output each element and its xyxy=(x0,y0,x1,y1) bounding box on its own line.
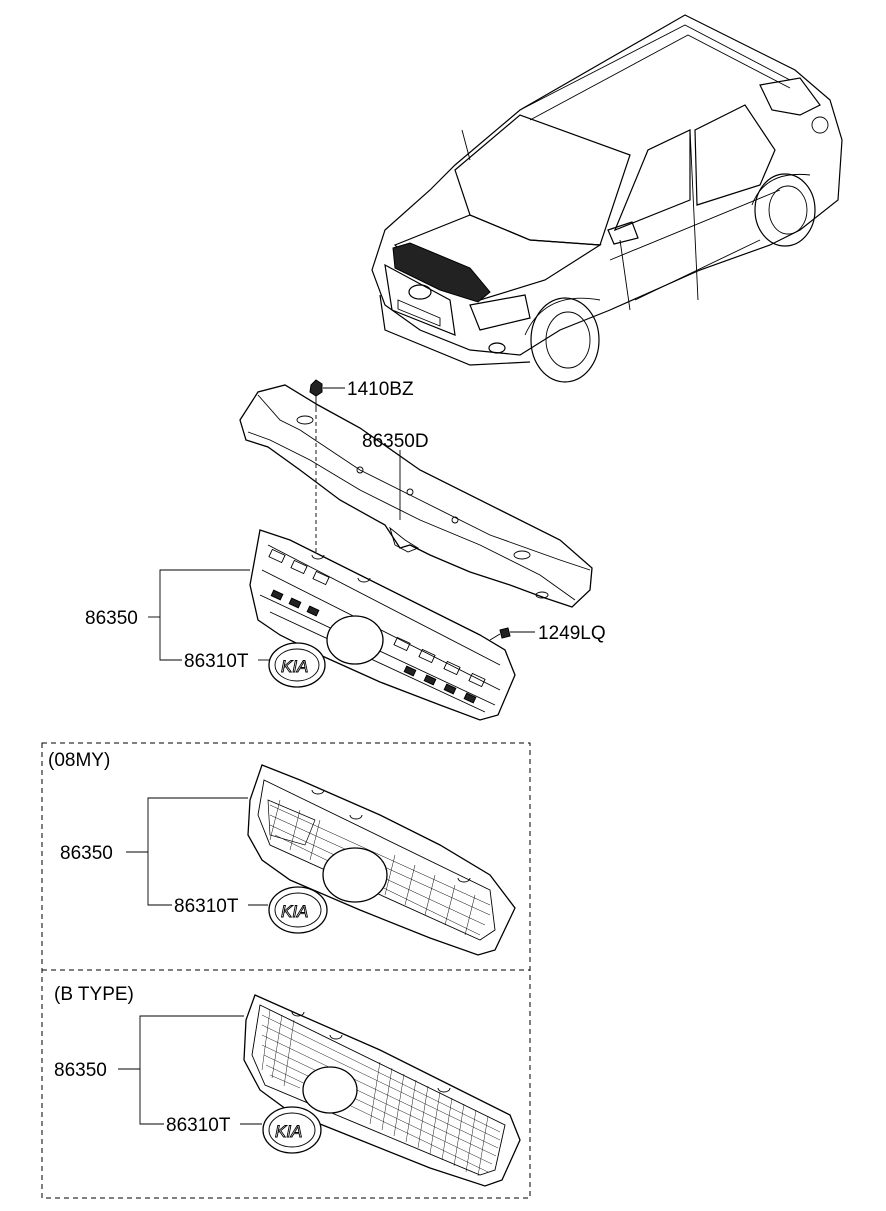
svg-text:KIA: KIA xyxy=(281,902,308,921)
kia-emblem-b-type: KIA xyxy=(262,1106,322,1154)
svg-text:KIA: KIA xyxy=(275,1122,302,1141)
grille-part xyxy=(249,529,516,721)
variant-title-b-type: (B TYPE) xyxy=(54,984,134,1005)
vehicle-illustration xyxy=(371,14,843,383)
kia-emblem: KIA xyxy=(268,642,326,688)
screw-icon xyxy=(489,627,535,641)
label-86310t-08my: 86310T xyxy=(174,896,239,917)
kia-emblem-08my: KIA xyxy=(268,886,328,934)
label-86350-08my: 86350 xyxy=(60,843,113,864)
grille-part-08my xyxy=(247,764,516,956)
label-86350d: 86350D xyxy=(362,431,429,452)
svg-text:KIA: KIA xyxy=(281,657,308,676)
upper-bracket-part xyxy=(239,384,593,608)
label-86310t-b-type: 86310T xyxy=(166,1115,231,1136)
label-86350-main: 86350 xyxy=(85,608,138,629)
bolt-icon xyxy=(309,379,345,555)
label-1410bz: 1410BZ xyxy=(347,379,414,400)
grille-part-b-type xyxy=(243,994,521,1187)
variant-title-08my: (08MY) xyxy=(48,750,110,771)
label-1249lq: 1249LQ xyxy=(538,623,606,644)
label-86310t-main: 86310T xyxy=(184,651,249,672)
label-86350-b-type: 86350 xyxy=(54,1060,107,1081)
